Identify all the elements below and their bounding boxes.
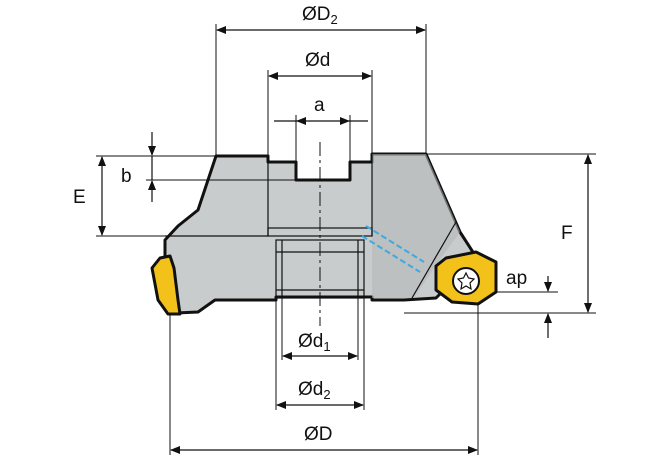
label-E: E	[73, 187, 86, 208]
label-a: a	[314, 95, 325, 116]
extension-lines	[96, 24, 596, 455]
label-D2: ØD2	[302, 4, 338, 27]
label-ap: ap	[506, 268, 527, 289]
label-d1: Ød1	[298, 331, 331, 354]
label-d2: Ød2	[298, 379, 331, 402]
label-F: F	[561, 223, 573, 244]
coolant-channel-1	[365, 225, 425, 263]
label-b: b	[121, 166, 132, 187]
coolant-channel-2	[361, 235, 421, 273]
dimension-labels: ØD2 Ød a b E F ap Ød1 Ød2 ØD	[73, 4, 573, 445]
label-d: Ød	[305, 50, 330, 71]
torx-star-icon	[456, 271, 476, 291]
dimension-lines	[98, 26, 592, 454]
cutter-body	[163, 152, 482, 315]
cutter-flank-shade	[372, 154, 460, 298]
flank-edge-line	[411, 221, 457, 299]
insert-left	[150, 254, 182, 316]
insert-right	[434, 250, 498, 306]
label-D: ØD	[304, 424, 333, 445]
